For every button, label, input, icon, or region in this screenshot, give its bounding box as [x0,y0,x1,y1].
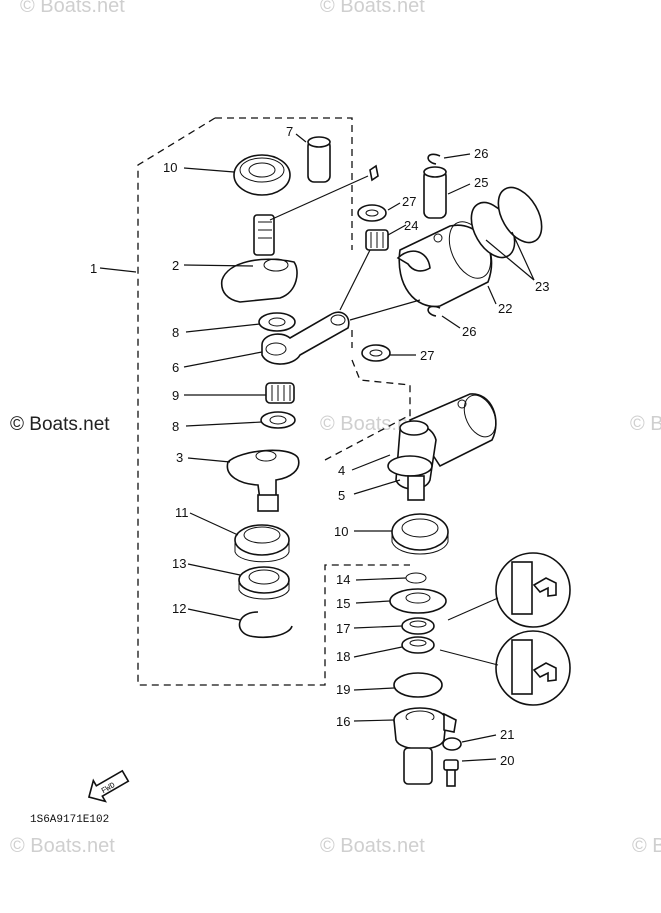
part-27-washer-hole [365,209,379,217]
callout-26: 26 [462,324,476,339]
callout-7: 7 [286,124,293,139]
callout-5: 5 [338,488,345,503]
part-26-clip [427,153,441,165]
part-27-washer-hole [369,349,383,357]
detail-view-top [447,552,571,628]
callout-labels: 1 2 3 4 5 6 7 8 8 9 10 10 11 12 13 14 15… [90,124,549,768]
callout-14: 14 [336,572,350,587]
part-27-washer [357,204,387,222]
part-3-crankshaft-lower [226,449,300,512]
callout-2: 2 [172,258,179,273]
part-8-thrust-washer [258,312,296,332]
part-16-housing [393,707,457,785]
watermark: © Boats.net [10,414,110,435]
callout-25: 25 [474,175,488,190]
callout-6: 6 [172,360,179,375]
part-2-crankshaft-upper [220,214,298,303]
drawing-code: 1S6A9171E102 [30,814,109,826]
part-6-connecting-rod [261,311,350,365]
callout-24: 24 [404,218,418,233]
callout-10: 10 [334,524,348,539]
callout-18: 18 [336,649,350,664]
part-25-piston-pin [423,166,447,219]
part-11-bearing [234,524,290,563]
watermark: © Boats.net [10,835,115,857]
callout-11: 11 [175,505,189,520]
part-23-piston-ring [497,186,543,244]
part-12-circlip [238,611,293,639]
callout-10: 10 [163,160,177,175]
part-22-piston [396,221,493,308]
part-9-needle-bearing [265,382,295,404]
leader-lines [99,133,535,762]
part-14-o-ring [405,572,427,584]
watermark: © Boats.net [320,835,425,857]
callout-19: 19 [336,682,350,697]
callout-13: 13 [172,556,186,571]
callout-15: 15 [336,596,350,611]
part-19-o-ring [393,672,443,698]
key-part [369,164,379,182]
callout-1: 1 [90,261,97,276]
part-18-oil-seal [401,636,435,654]
callout-27: 27 [402,194,416,209]
callout-8: 8 [172,325,179,340]
part-10-bearing [233,154,291,196]
part-20-bolt [443,759,459,787]
callout-8: 8 [172,419,179,434]
detail-view-bottom [439,630,571,706]
callout-12: 12 [172,601,186,616]
part-27-washer [361,344,391,362]
part-13-oil-seal [238,566,290,600]
part-4-5-rod-assembly [387,393,497,501]
callout-22: 22 [498,301,512,316]
callout-9: 9 [172,388,179,403]
callout-3: 3 [176,450,183,465]
fwd-arrow-icon: FWD [87,769,130,803]
callout-16: 16 [336,714,350,729]
watermark: © Boats.net [320,413,425,435]
part-17-oil-seal [401,617,435,635]
callout-20: 20 [500,753,514,768]
part-26-clip [427,305,441,317]
callout-17: 17 [336,621,350,636]
part-7-pin [307,136,331,183]
watermark: © Boats.net [630,413,661,435]
part-21-washer [442,737,462,751]
part-15-washer [389,588,447,614]
callout-27: 27 [420,348,434,363]
callout-4: 4 [338,463,345,478]
callout-23: 23 [535,279,549,294]
assembly-outline [137,117,411,686]
part-24-small-bearing [365,229,389,251]
part-8-thrust-washer [260,411,296,429]
watermark: © Boats.net [320,0,425,17]
callout-21: 21 [500,727,514,742]
watermark: © Boats.net [20,0,125,17]
watermark: © Boats.net [632,835,661,857]
part-10-bearing [391,513,449,555]
callout-26: 26 [474,146,488,161]
